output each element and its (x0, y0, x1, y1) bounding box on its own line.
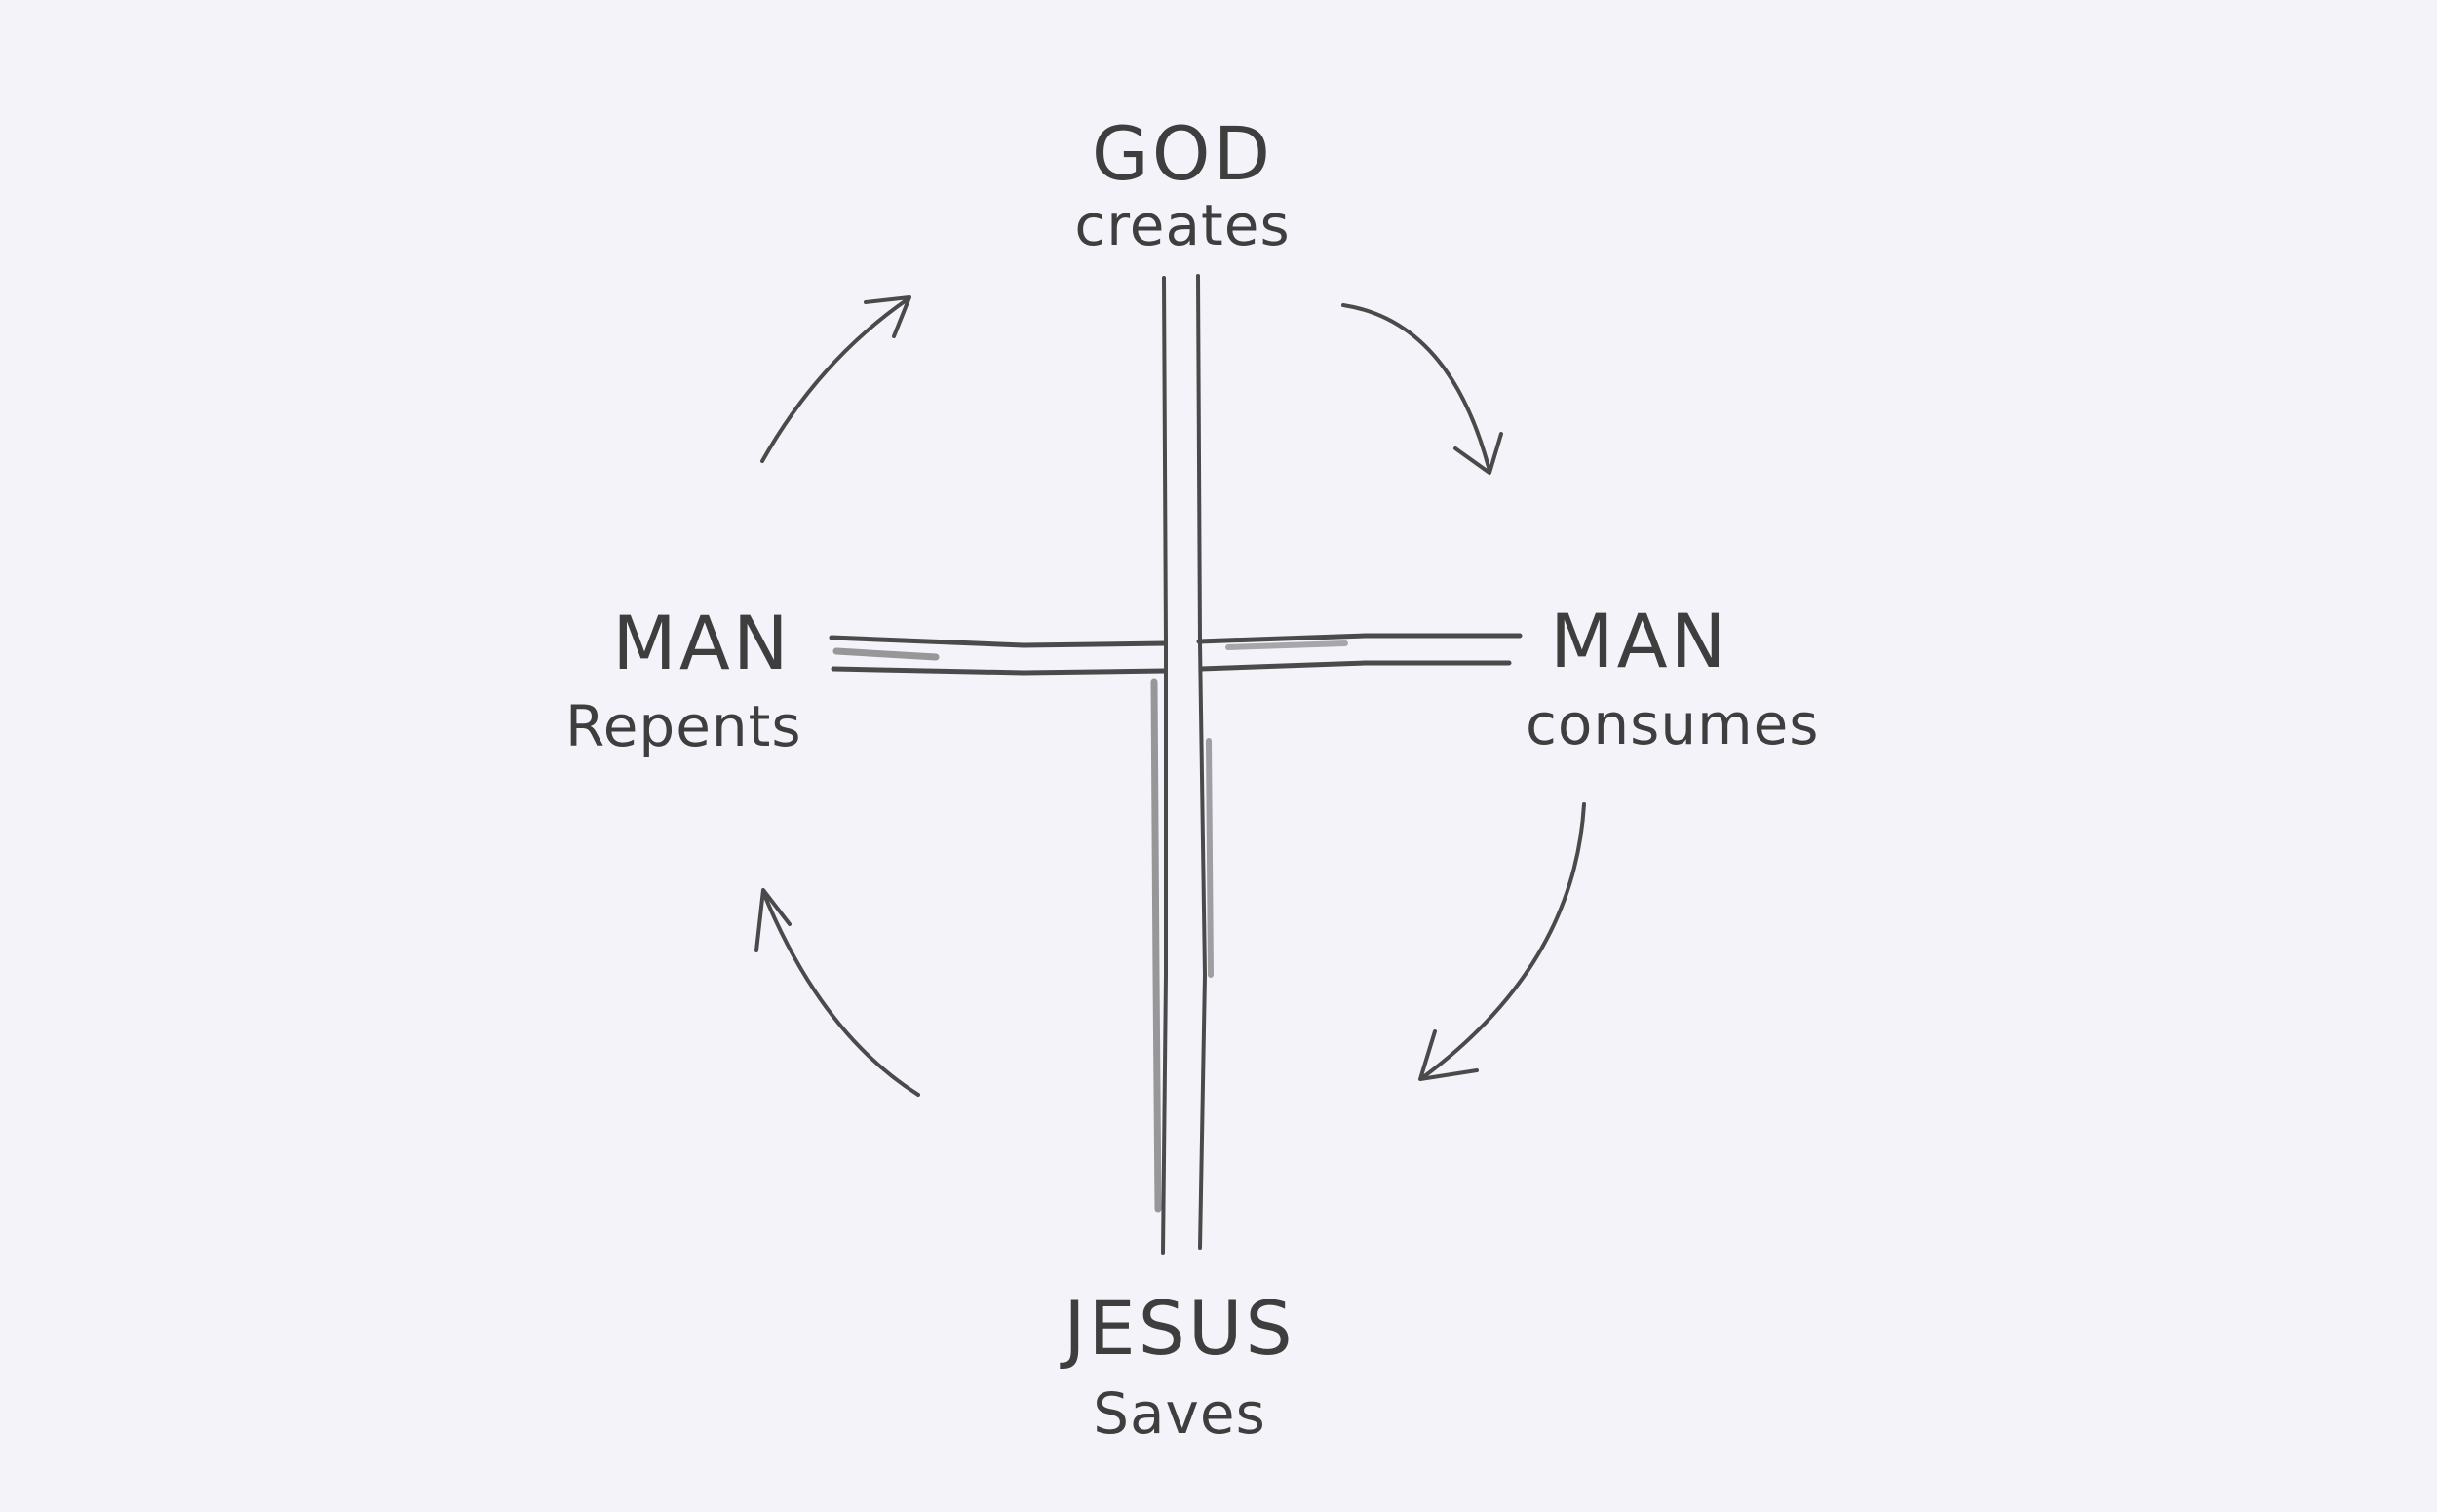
node-bottom-verb: Saves (1093, 1380, 1266, 1447)
node-top: GOD creates (1065, 110, 1299, 258)
node-left-verb: Repents (565, 693, 802, 759)
node-left-title: MAN (612, 600, 792, 686)
node-bottom-title: JESUS (1064, 1285, 1296, 1372)
node-right-title: MAN (1550, 598, 1729, 684)
node-right-verb: consumes (1526, 691, 1820, 757)
node-top-verb: creates (1074, 192, 1291, 258)
arrow-man-consumes-to-jesus (1418, 802, 1586, 1081)
node-right: MAN consumes (1526, 598, 1820, 757)
node-top-title: GOD (1091, 110, 1274, 197)
cross-horizontal-beam (829, 633, 1523, 676)
arrow-god-to-man-consumes (1341, 303, 1503, 475)
arrow-jesus-to-man-repents (754, 888, 920, 1097)
cross-vertical-beam (1150, 274, 1214, 1255)
arrow-man-repents-to-god (760, 295, 911, 463)
cross (829, 274, 1523, 1255)
node-left: MAN Repents (565, 600, 802, 759)
node-bottom: JESUS Saves (1043, 1285, 1316, 1447)
